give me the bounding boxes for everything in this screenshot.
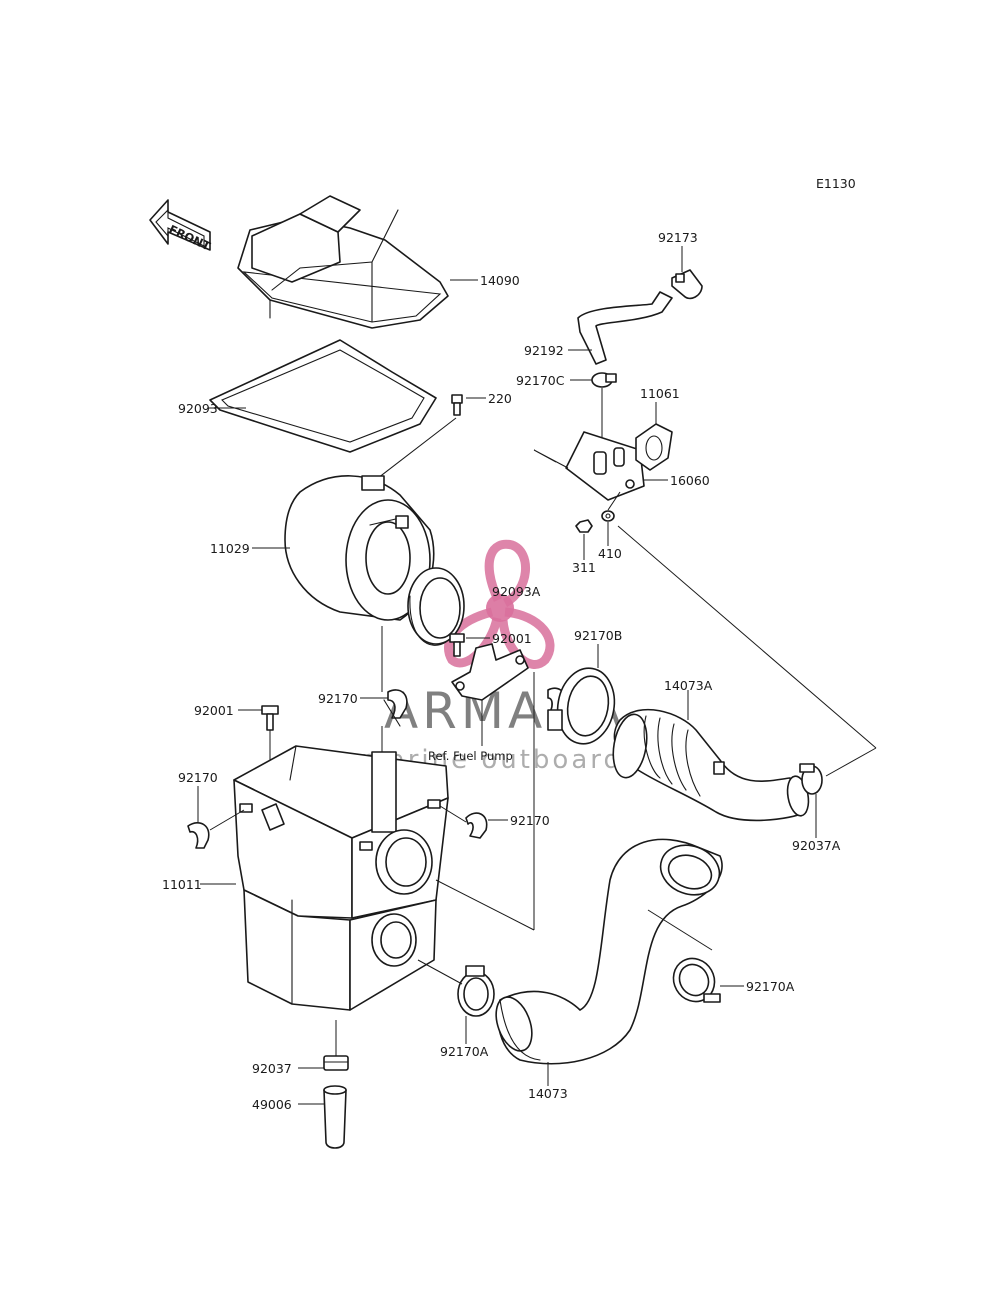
drain-tube-49006 bbox=[323, 1085, 347, 1149]
clamp-92037 bbox=[323, 1055, 349, 1071]
clamp-92170B bbox=[547, 667, 616, 745]
label-14090: 14090 bbox=[480, 273, 520, 288]
label-311: 311 bbox=[572, 560, 596, 575]
nut-311 bbox=[575, 519, 593, 533]
washer-410 bbox=[601, 510, 615, 522]
diagram-code: E1130 bbox=[816, 176, 856, 191]
label-220: 220 bbox=[488, 391, 512, 406]
label-11029: 11029 bbox=[210, 541, 250, 556]
clamp-92037A bbox=[799, 763, 823, 795]
label-92093A: 92093A bbox=[492, 584, 541, 599]
label-92093: 92093 bbox=[178, 401, 218, 416]
clamp-92170C bbox=[591, 372, 617, 388]
label-92170C: 92170C bbox=[516, 373, 565, 388]
label-92170-upper: 92170 bbox=[318, 691, 358, 706]
clamp-92170-right bbox=[465, 812, 488, 839]
label-410: 410 bbox=[598, 546, 622, 561]
clamp-92170-left bbox=[187, 822, 210, 849]
gasket-11061 bbox=[635, 423, 673, 471]
hose-92192 bbox=[577, 291, 673, 365]
seal-ring-92093A bbox=[407, 567, 465, 646]
gasket-92093 bbox=[209, 339, 437, 453]
label-92170-right: 92170 bbox=[510, 813, 550, 828]
label-14073: 14073 bbox=[528, 1086, 568, 1101]
clip-92173 bbox=[671, 269, 703, 300]
label-92037A: 92037A bbox=[792, 838, 841, 853]
label-92173: 92173 bbox=[658, 230, 698, 245]
label-92001-top: 92001 bbox=[492, 631, 532, 646]
label-92170A-lower: 92170A bbox=[440, 1044, 489, 1059]
fitting-16060 bbox=[565, 431, 645, 501]
front-arrow-icon: FRONT bbox=[149, 199, 213, 253]
propeller-logo-icon bbox=[444, 539, 555, 669]
bolt-92001-bracket bbox=[449, 633, 529, 701]
ref-fuel-pump-note: Ref. Fuel Pump bbox=[428, 749, 513, 763]
bolt-220 bbox=[451, 394, 463, 416]
label-49006: 49006 bbox=[252, 1097, 292, 1112]
label-92170-left: 92170 bbox=[178, 770, 218, 785]
air-filter-element-11029 bbox=[284, 475, 435, 621]
label-92037: 92037 bbox=[252, 1061, 292, 1076]
clamp-92170A-lower bbox=[457, 965, 495, 1017]
bolt-92001-left bbox=[261, 705, 279, 731]
bellows-duct-14073A bbox=[612, 708, 810, 822]
clamp-92170A-right bbox=[672, 957, 721, 1003]
label-16060: 16060 bbox=[670, 473, 710, 488]
intake-duct-14073 bbox=[495, 838, 723, 1065]
clamp-92170-upper bbox=[383, 689, 408, 727]
air-cleaner-case-11011 bbox=[233, 745, 449, 1011]
label-92170B: 92170B bbox=[574, 628, 622, 643]
label-11011: 11011 bbox=[162, 877, 202, 892]
label-11061: 11061 bbox=[640, 386, 680, 401]
label-92001-left: 92001 bbox=[194, 703, 234, 718]
label-92192: 92192 bbox=[524, 343, 564, 358]
label-92170A-right: 92170A bbox=[746, 979, 795, 994]
air-cleaner-cover-14090 bbox=[237, 195, 449, 329]
label-14073A: 14073A bbox=[664, 678, 713, 693]
